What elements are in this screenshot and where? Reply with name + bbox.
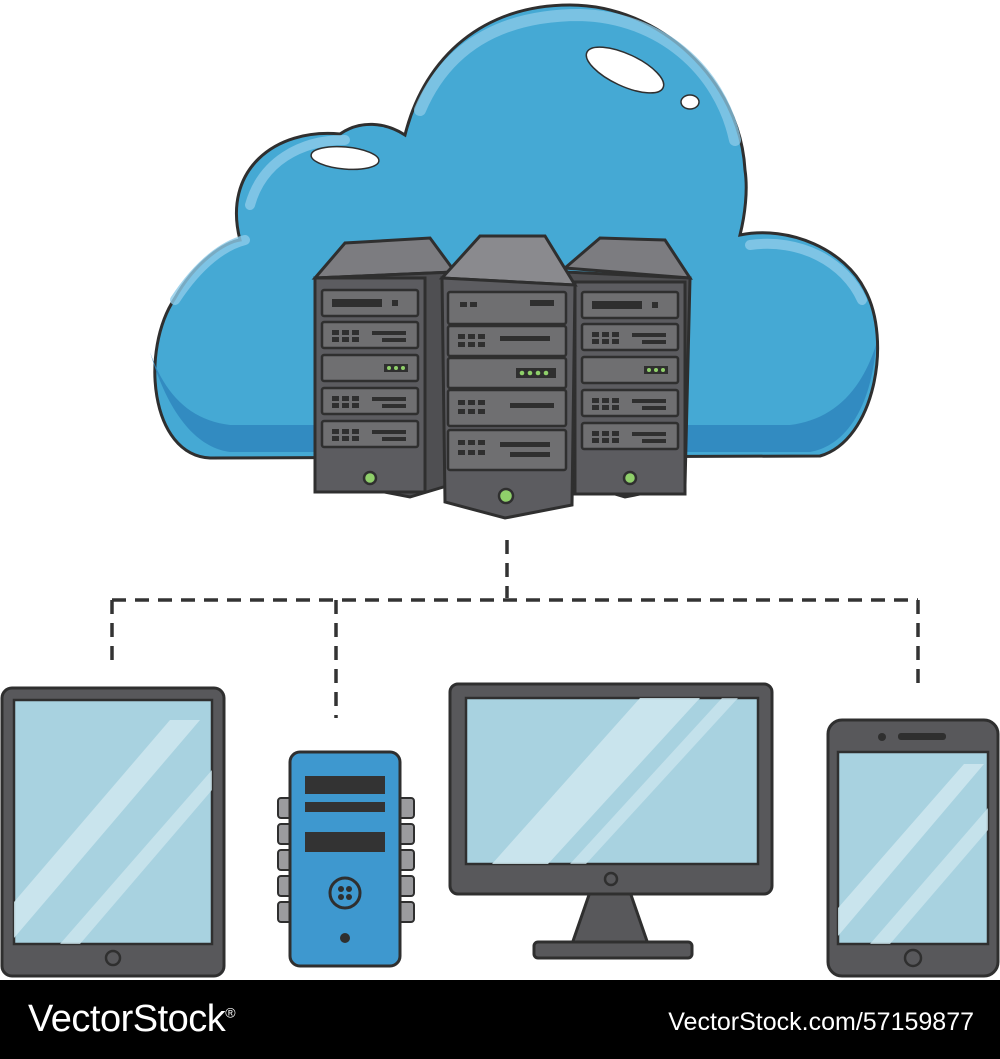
server-rack-icon bbox=[438, 234, 578, 520]
network-connector-lines bbox=[110, 540, 920, 718]
footer-bar: VectorStock® VectorStock.com/57159877 bbox=[0, 980, 1000, 1059]
brand-name: VectorStock bbox=[28, 998, 226, 1040]
vectorstock-logo: VectorStock® bbox=[28, 998, 236, 1041]
desktop-tower-icon bbox=[277, 750, 415, 968]
tablet-icon bbox=[0, 686, 226, 978]
monitor-icon bbox=[448, 682, 774, 960]
stock-id-url: VectorStock.com/57159877 bbox=[668, 1008, 974, 1036]
server-rack-icon bbox=[311, 236, 458, 499]
server-rack-icon bbox=[561, 236, 693, 499]
cloud-computing-diagram bbox=[0, 3, 1000, 978]
smartphone-icon bbox=[826, 718, 1000, 978]
registered-mark: ® bbox=[225, 1004, 236, 1021]
